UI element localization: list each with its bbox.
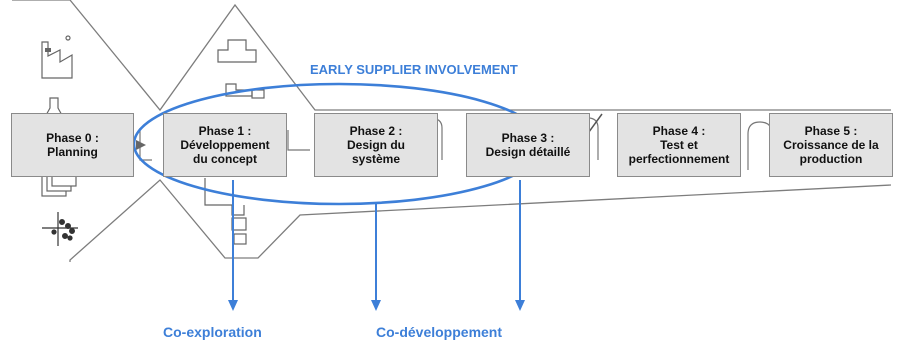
factory-sketch-icon xyxy=(41,35,73,79)
phase-0-label: Phase 0 : Planning xyxy=(46,131,99,159)
phase-0-box: Phase 0 : Planning xyxy=(11,113,134,177)
co-exploration-label: Co-exploration xyxy=(163,324,262,340)
phase-2-box: Phase 2 : Design du système xyxy=(314,113,438,177)
phase-5-label: Phase 5 : Croissance de la production xyxy=(783,124,879,166)
phase-4-box: Phase 4 : Test et perfectionnement xyxy=(617,113,741,177)
co-developpement-arrow-right xyxy=(515,180,525,311)
co-exploration-arrow xyxy=(228,180,238,311)
mechanism-sketch-icon xyxy=(217,39,265,99)
co-developpement-arrow-left xyxy=(371,204,381,311)
co-developpement-label: Co-développement xyxy=(376,324,503,340)
funnel-outline xyxy=(12,0,891,112)
phase-1-box: Phase 1 : Développement du concept xyxy=(163,113,287,177)
phase-1-label: Phase 1 : Développement du concept xyxy=(180,124,270,166)
phase-4-label: Phase 4 : Test et perfectionnement xyxy=(628,124,730,166)
phase-2-label: Phase 2 : Design du système xyxy=(346,124,405,166)
funnel-outline-bottom xyxy=(69,179,892,262)
connector-sketch-icon xyxy=(204,178,247,245)
phase-3-box: Phase 3 : Design détaillé xyxy=(466,113,590,177)
phase-3-label: Phase 3 : Design détaillé xyxy=(485,131,571,159)
flow-marker-icon xyxy=(136,140,146,150)
scatter-plot-sketch-icon xyxy=(42,212,78,246)
early-supplier-involvement-label: EARLY SUPPLIER INVOLVEMENT xyxy=(310,62,518,77)
phase-5-box: Phase 5 : Croissance de la production xyxy=(769,113,893,177)
